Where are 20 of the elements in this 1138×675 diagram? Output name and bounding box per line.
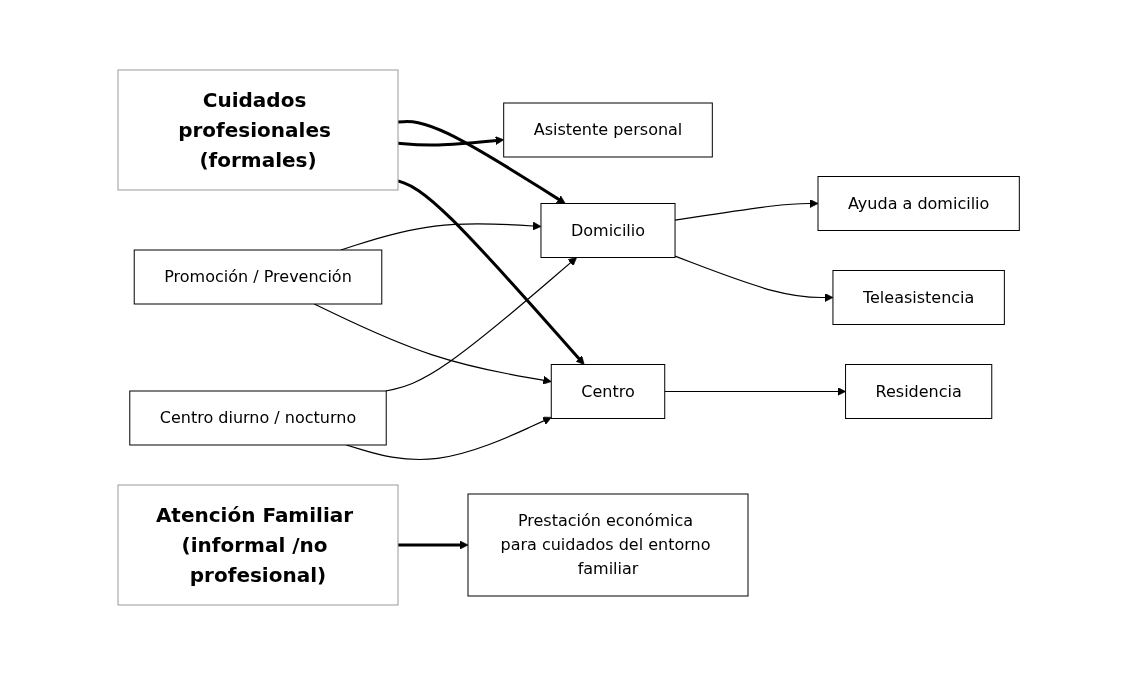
node-box: Prestación económica para cuidados del entorno familiar [467, 493, 749, 597]
node-box: Cuidados profesionales (formales) [117, 69, 399, 191]
arrow [664, 387, 847, 396]
arrow [398, 540, 469, 550]
node-box: Teleasistencia [832, 270, 1006, 325]
arrow [397, 179, 585, 365]
arrow [674, 199, 819, 221]
node-box: Promoción / Prevención [134, 249, 383, 305]
arrow [314, 303, 552, 385]
node-box: Centro [551, 364, 666, 419]
arrow [398, 120, 566, 204]
node-box: Residencia [845, 364, 993, 419]
arrow [398, 136, 505, 147]
node-box: Atención Familiar (informal /no profesional) [117, 484, 399, 606]
arrow [385, 257, 578, 392]
node-box: Ayuda a domicilio [817, 176, 1021, 231]
arrow [674, 255, 834, 302]
node-box: Domicilio [540, 203, 676, 258]
node-box: Centro diurno / nocturno [129, 390, 388, 446]
node-box: Asistente personal [503, 102, 714, 158]
